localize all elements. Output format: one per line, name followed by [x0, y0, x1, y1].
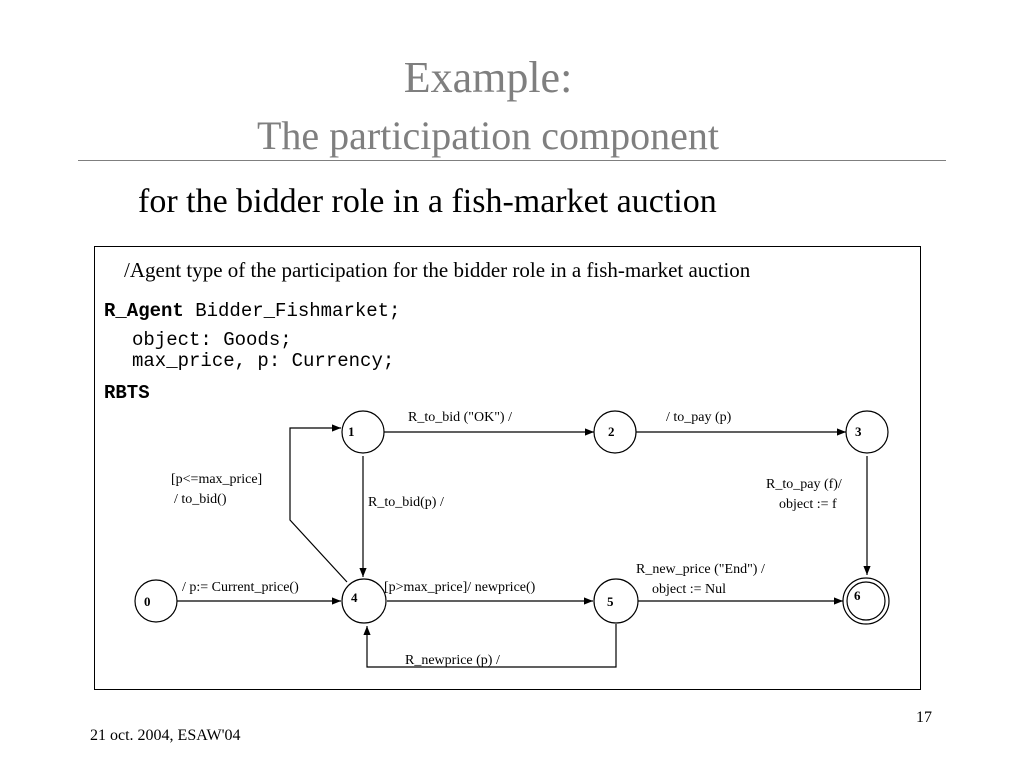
label-5-6-line1: R_new_price ("End") / [636, 562, 765, 577]
slide-title-line2: The participation component [256, 113, 720, 158]
label-0-4: / p:= Current_price() [182, 580, 299, 595]
slide-subtitle: for the bidder role in a fish-market auc… [138, 183, 717, 220]
code-line-agent-decl: R_Agent Bidder_Fishmarket; [104, 300, 400, 322]
state-4: 4 [341, 578, 387, 624]
label-4-1-line1: [p<=max_price] [171, 472, 262, 487]
state-1: 1 [341, 410, 385, 454]
state-5-label: 5 [607, 594, 614, 609]
state-0-label: 0 [144, 594, 151, 609]
code-line-price: max_price, p: Currency; [132, 350, 395, 372]
agent-definition-box [94, 246, 921, 690]
code-line-object: object: Goods; [132, 329, 292, 351]
state-3: 3 [845, 410, 889, 454]
state-5: 5 [593, 578, 639, 624]
state-3-label: 3 [855, 424, 862, 439]
label-1-4: R_to_bid(p) / [368, 495, 444, 510]
state-0: 0 [134, 579, 178, 623]
label-5-4: R_newprice (p) / [405, 653, 500, 668]
edge-5-4 [363, 624, 617, 668]
slide-title-line1: Example: [403, 53, 573, 102]
box-caption: /Agent type of the participation for the… [124, 258, 751, 282]
state-1-label: 1 [348, 424, 355, 439]
footer-date: 21 oct. 2004, ESAW'04 [90, 727, 241, 744]
state-6-final: 6 [842, 577, 890, 625]
code-keyword-r-agent: R_Agent [104, 300, 184, 322]
state-2: 2 [593, 410, 637, 454]
label-4-5: [p>max_price]/ newprice() [384, 580, 536, 595]
page-number: 17 [916, 709, 932, 726]
label-3-6-line2: object := f [779, 497, 837, 512]
code-agent-name: Bidder_Fishmarket; [183, 300, 401, 322]
state-6-label: 6 [854, 588, 861, 603]
label-2-3: / to_pay (p) [666, 410, 732, 425]
label-4-1-line2: / to_bid() [174, 492, 227, 507]
title-divider [78, 160, 946, 161]
label-5-6-line2: object := Nul [652, 582, 726, 597]
state-2-label: 2 [608, 424, 615, 439]
edge-4-1 [289, 424, 348, 583]
label-3-6-line1: R_to_pay (f)/ [766, 477, 842, 492]
code-keyword-rbts: RBTS [104, 382, 150, 404]
label-1-2: R_to_bid ("OK") / [408, 410, 512, 425]
state-4-label: 4 [351, 590, 358, 605]
